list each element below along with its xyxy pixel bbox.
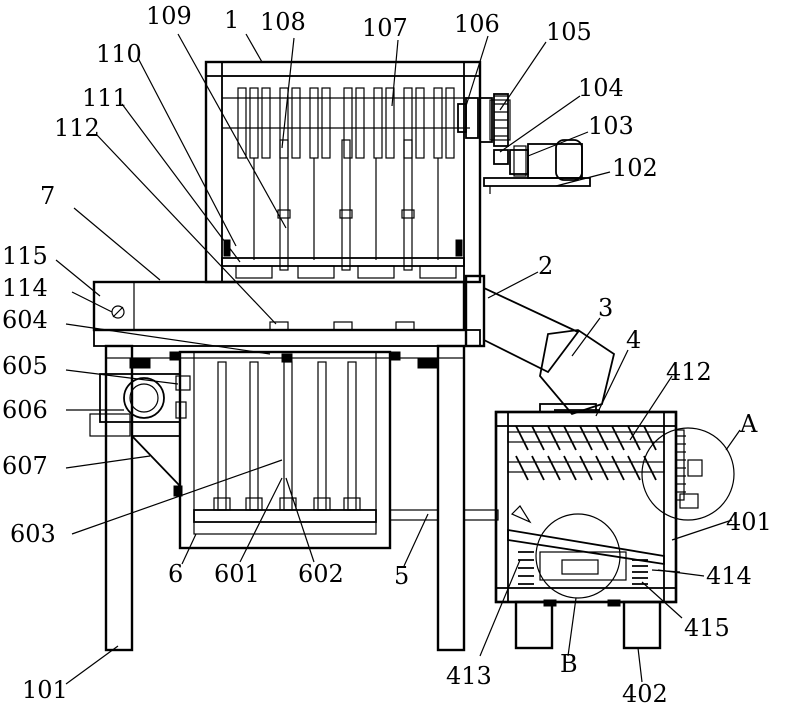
label-604: 604	[2, 306, 48, 334]
label-7: 7	[40, 182, 55, 210]
label-601: 601	[214, 560, 260, 588]
label-2: 2	[538, 252, 553, 280]
label-108: 108	[260, 8, 306, 36]
label-6: 6	[168, 560, 183, 588]
discharge-chute	[466, 276, 614, 414]
label-114: 114	[2, 274, 48, 302]
label-107: 107	[362, 14, 408, 42]
support-frame	[106, 346, 498, 650]
label-B: B	[560, 650, 578, 678]
label-412: 412	[666, 358, 712, 386]
label-5: 5	[394, 562, 409, 590]
label-115: 115	[2, 242, 48, 270]
screening-box	[496, 404, 680, 648]
label-110: 110	[96, 40, 142, 68]
label-109: 109	[146, 2, 192, 30]
label-103: 103	[588, 112, 634, 140]
label-415: 415	[684, 614, 730, 642]
label-4: 4	[626, 326, 641, 354]
label-602: 602	[298, 560, 344, 588]
label-105: 105	[546, 18, 592, 46]
label-606: 606	[2, 396, 48, 424]
label-104: 104	[578, 74, 624, 102]
label-402: 402	[622, 680, 668, 708]
vertical-rods	[254, 140, 438, 270]
label-607: 607	[2, 452, 48, 480]
label-414: 414	[706, 562, 752, 590]
label-413: 413	[446, 662, 492, 690]
label-401: 401	[726, 508, 772, 536]
lower-tank	[180, 352, 390, 548]
label-101: 101	[22, 676, 68, 704]
label-106: 106	[454, 10, 500, 38]
drive-motor-assembly	[480, 94, 590, 194]
label-605: 605	[2, 352, 48, 380]
label-102: 102	[612, 154, 658, 182]
press-plates	[222, 240, 464, 278]
label-603: 603	[10, 520, 56, 548]
upper-housing	[206, 62, 480, 282]
label-A: A	[739, 410, 758, 438]
label-3: 3	[598, 294, 613, 322]
label-112: 112	[54, 114, 100, 142]
label-1: 1	[224, 6, 239, 34]
label-111: 111	[82, 84, 128, 112]
